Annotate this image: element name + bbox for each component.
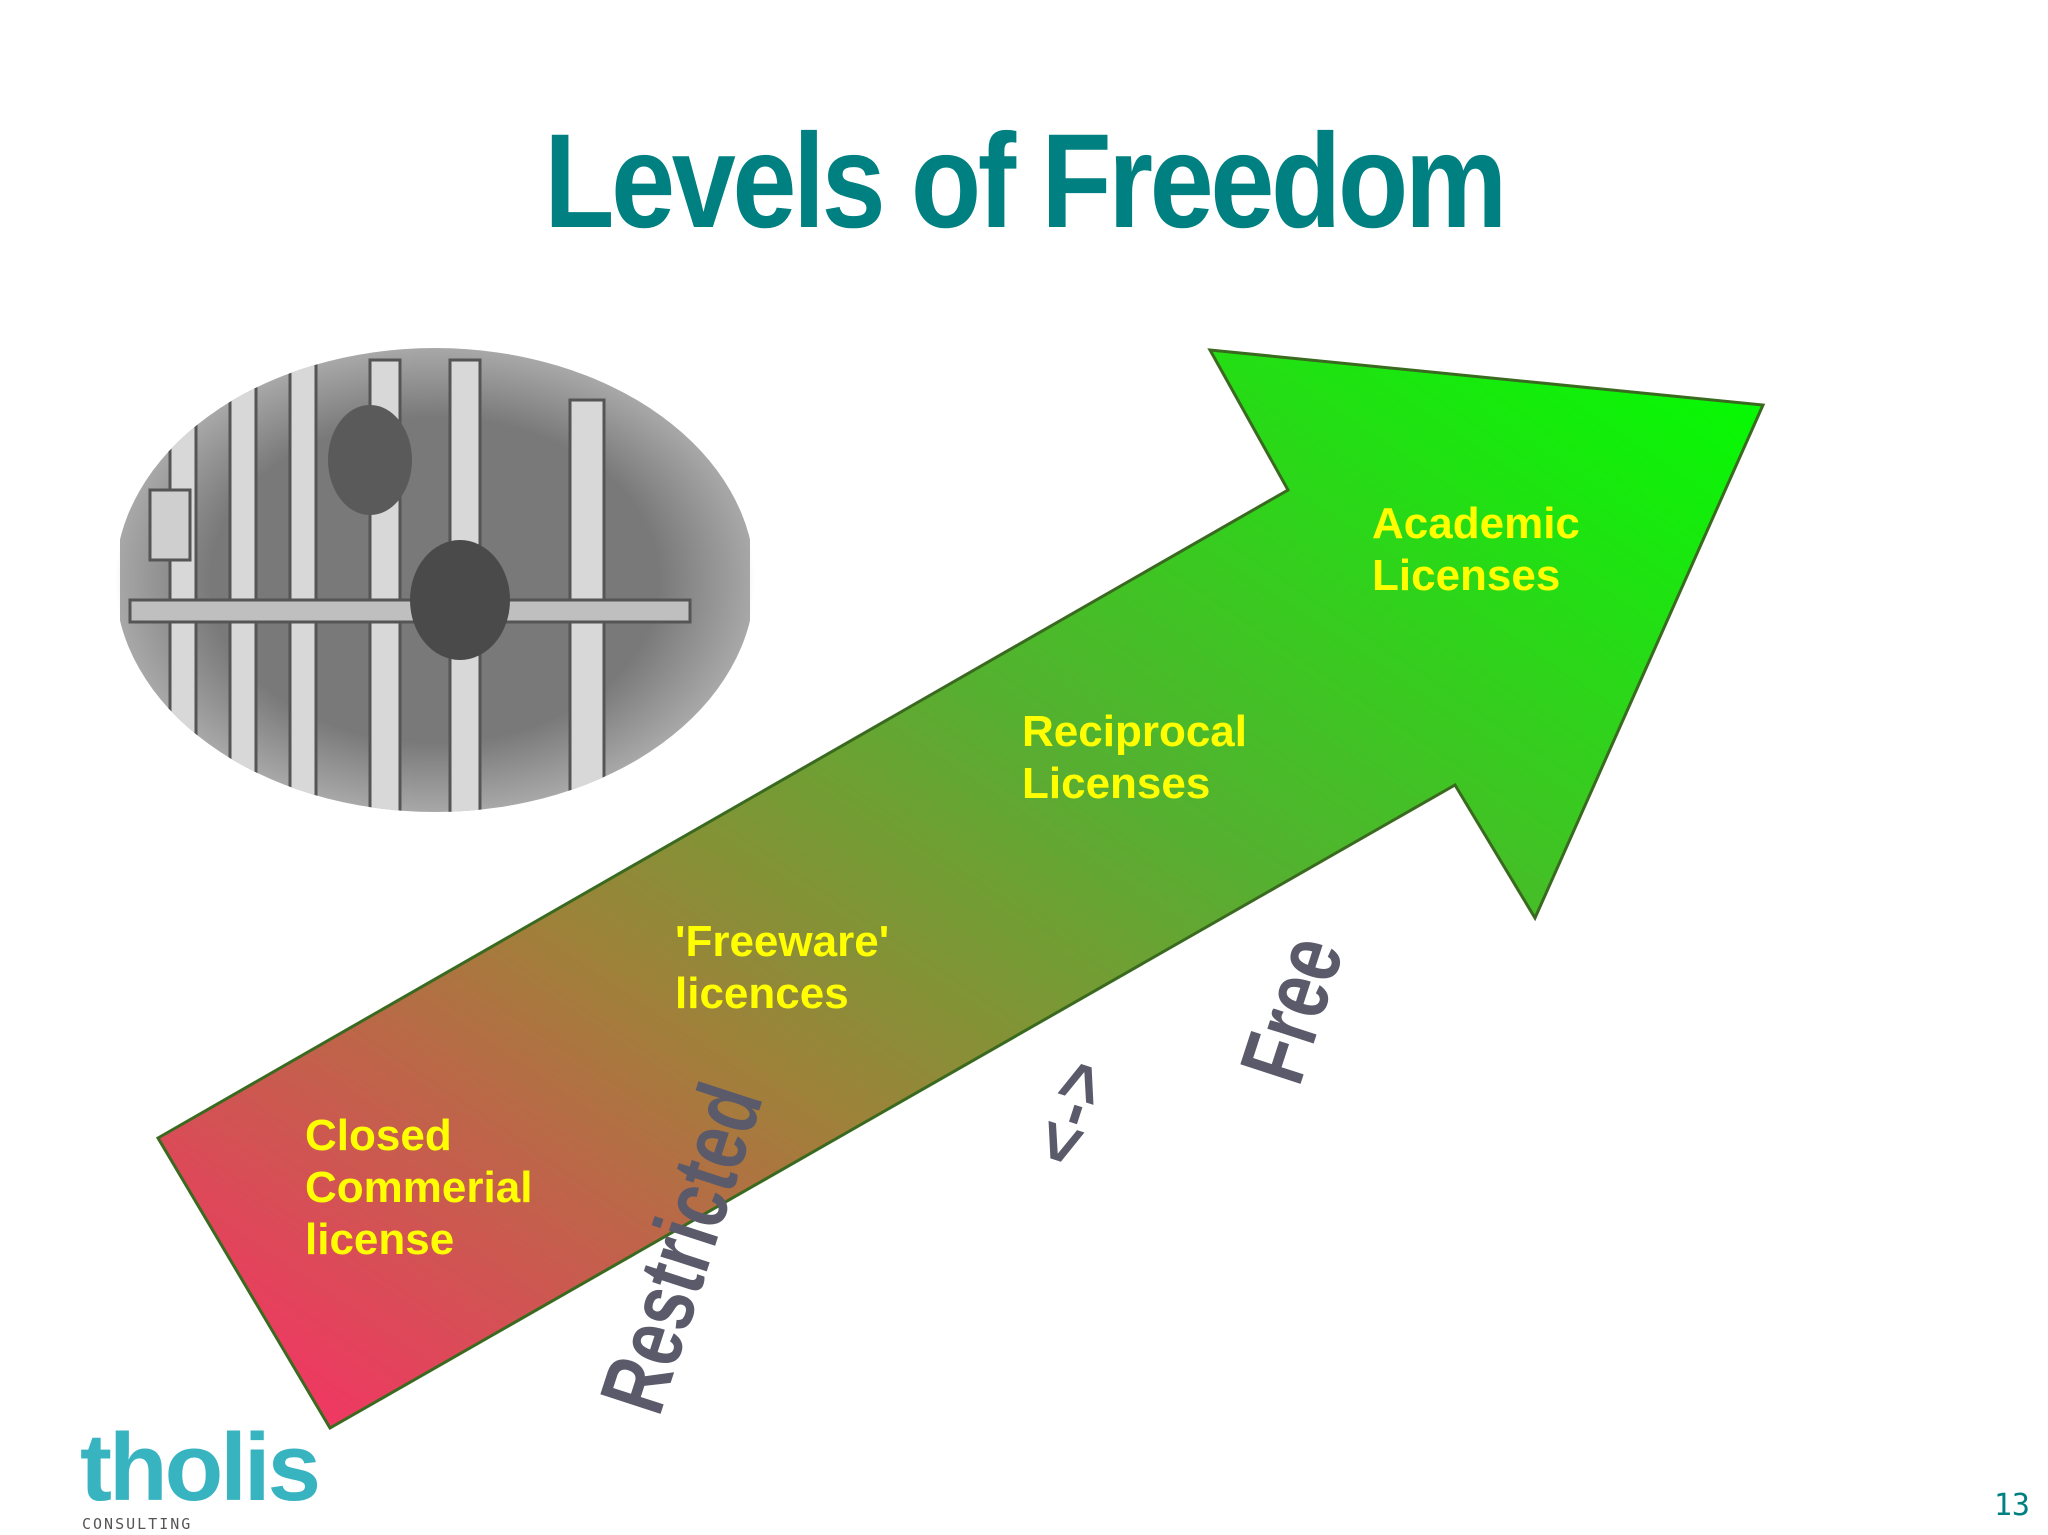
level-label-closed: Closed Commerial license	[305, 1111, 533, 1264]
jail-photo	[115, 348, 755, 812]
company-logo-subtitle: CONSULTING	[82, 1515, 193, 1533]
page-number: 13	[1993, 1488, 2030, 1523]
freedom-arrow	[155, 348, 1766, 1431]
level-label-reciprocal: Reciprocal Licenses	[1022, 707, 1247, 808]
level-label-academic: Academic Licenses	[1372, 499, 1580, 600]
level-label-freeware: 'Freeware' licences	[675, 917, 890, 1018]
company-logo: tholis	[80, 1414, 321, 1521]
slide-title: Levels of Freedom	[544, 107, 1507, 256]
